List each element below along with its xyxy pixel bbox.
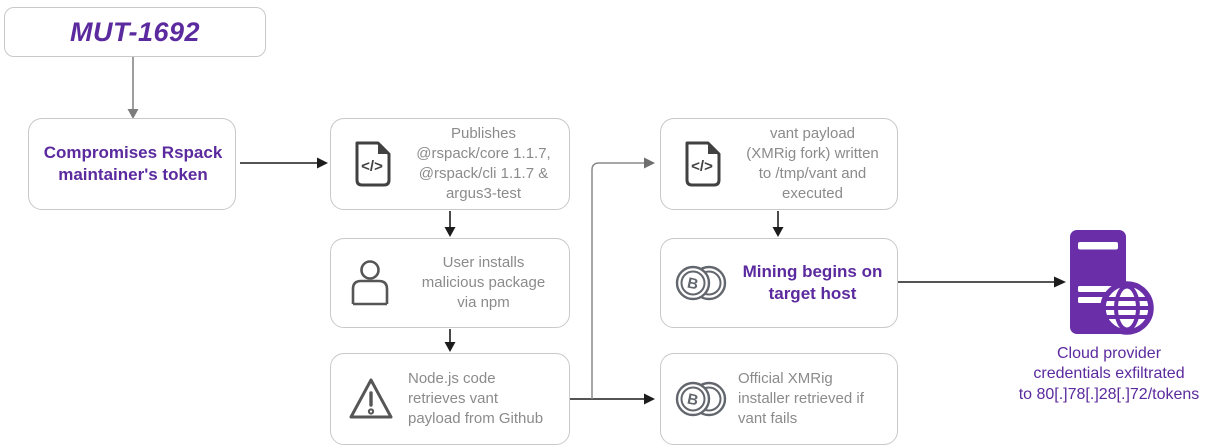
retrieve-label: Node.js code retrieves vant payload from… <box>408 370 544 427</box>
publish-label: Publishes @rspack/core 1.1.7, @rspack/cl… <box>416 125 551 202</box>
connector-publish-install <box>444 211 456 237</box>
warning-icon <box>343 373 399 425</box>
server-globe-icon <box>1066 226 1158 343</box>
svg-text:</>: </> <box>691 158 713 175</box>
svg-text:B: B <box>686 275 700 294</box>
install-label: User installs malicious package via npm <box>421 254 546 311</box>
person-icon <box>343 257 399 309</box>
mining-label: Mining begins on target host <box>742 261 883 303</box>
node-publish: </> Publishes @rspack/core 1.1.7, @rspac… <box>330 118 570 210</box>
connector-mining-exfiltration <box>898 276 1066 288</box>
payload-label: vant payload (XMRig fork) written to /tm… <box>746 125 879 202</box>
node-compromise: Compromises Rspack maintainer's token <box>28 118 236 210</box>
connector-retrieve-payload <box>591 157 655 399</box>
node-fallback: B Official XMRig installer retrieved if … <box>660 353 898 445</box>
exfiltration-label: Cloud provider credentials exfiltrated t… <box>1018 345 1200 403</box>
connector-install-retrieve <box>444 329 456 352</box>
campaign-label: MUT-1692 <box>69 16 201 47</box>
coins-icon: B <box>673 260 729 306</box>
node-payload: </> vant payload (XMRig fork) written to… <box>660 118 898 210</box>
svg-text:</>: </> <box>361 158 383 175</box>
code-file-icon: </> <box>673 138 729 190</box>
node-campaign: MUT-1692 <box>4 7 266 57</box>
fallback-label: Official XMRig installer retrieved if va… <box>738 370 864 427</box>
connector-compromise-publish <box>240 157 328 169</box>
code-file-icon: </> <box>343 138 399 190</box>
connector-campaign-compromise <box>127 57 139 119</box>
node-mining: B Mining begins on target host <box>660 238 898 328</box>
connector-payload-mining <box>772 211 784 237</box>
node-install: User installs malicious package via npm <box>330 238 570 328</box>
svg-text:B: B <box>686 391 700 410</box>
coins-icon: B <box>673 376 729 422</box>
connector-retrieve-fallback <box>570 393 655 405</box>
compromise-label: Compromises Rspack maintainer's token <box>43 142 223 184</box>
node-retrieve: Node.js code retrieves vant payload from… <box>330 353 570 445</box>
